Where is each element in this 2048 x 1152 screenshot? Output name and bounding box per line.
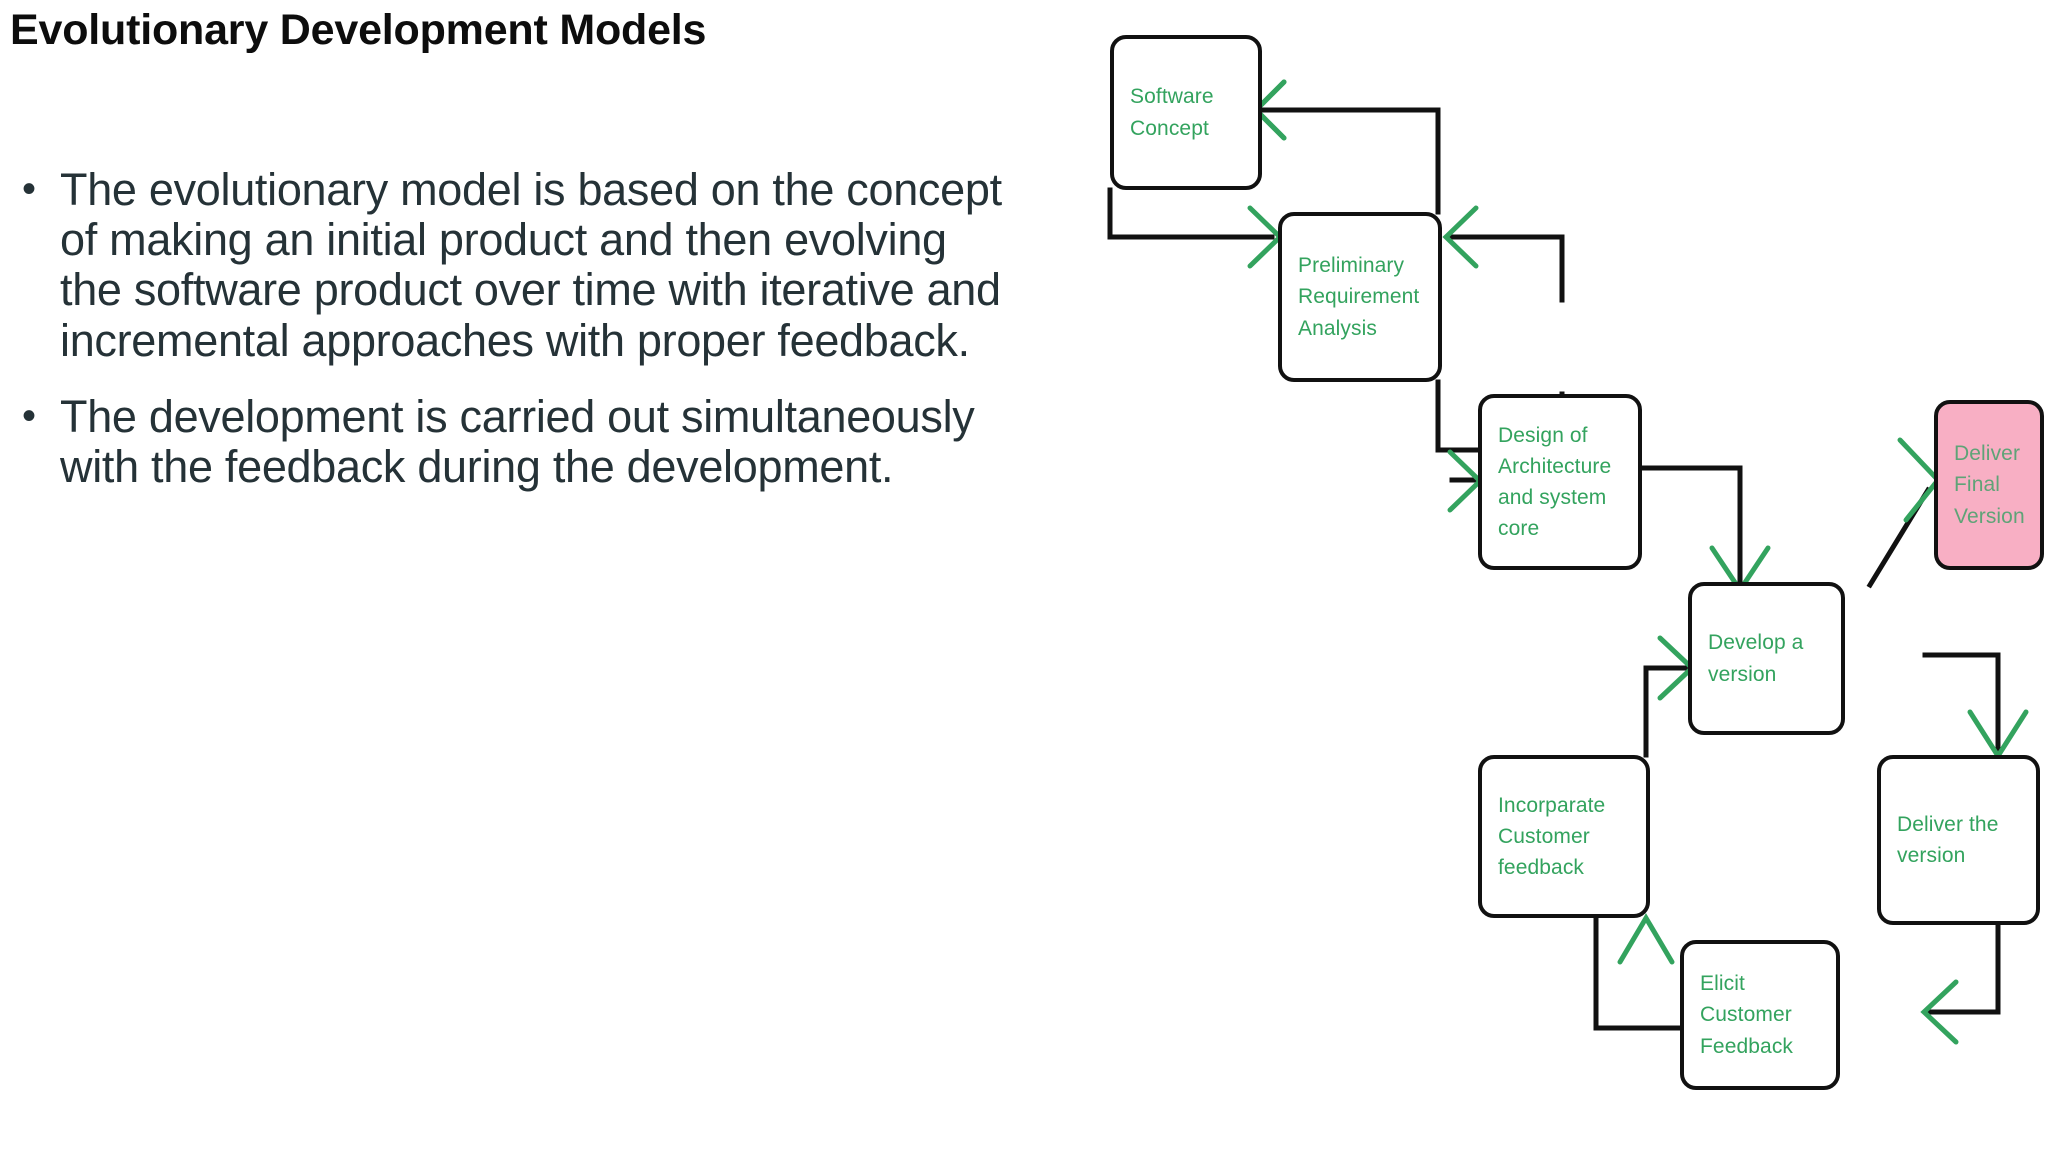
edge-design-to-preliminary: [1445, 234, 1565, 303]
node-label: Software Concept: [1130, 85, 1214, 140]
bullet-marker-icon: •: [22, 393, 36, 438]
arrowhead-to-preliminary-right: [1442, 205, 1479, 269]
arrowhead-to-elicit: [1920, 979, 1959, 1045]
bullet-text: The development is carried out simultane…: [60, 390, 975, 492]
edge-incorparate-to-develop: [1643, 665, 1691, 758]
node-label: Incorparate Customer feedback: [1498, 793, 1606, 880]
arrowhead-to-incorparate: [1617, 913, 1675, 965]
node-label: Elicit Customer Feedback: [1700, 972, 1794, 1058]
node-elicit-customer-feedback[interactable]: Elicit Customer Feedback: [1680, 940, 1840, 1090]
node-deliver-the-version[interactable]: Deliver the version: [1877, 755, 2040, 925]
node-label: Design of Architecture and system core: [1498, 423, 1612, 541]
node-develop-a-version[interactable]: Develop a version: [1688, 582, 1845, 735]
node-label: Preliminary Requirement Analysis: [1298, 254, 1420, 340]
edge-deliver-to-elicit: [1925, 922, 2001, 1015]
edge-design-to-develop: [1637, 465, 1743, 585]
evolutionary-model-flowchart: Software Concept Preliminary Requirement…: [1080, 0, 2048, 1152]
edge-concept-to-preliminary: [1107, 187, 1275, 240]
list-item: • The evolutionary model is based on the…: [12, 164, 1022, 366]
bullet-list: • The evolutionary model is based on the…: [12, 164, 1022, 518]
node-deliver-final-version[interactable]: Deliver Final Version: [1934, 400, 2044, 570]
node-label: Deliver Final Version: [1954, 442, 2025, 528]
edge-elicit-to-incorparate: [1593, 917, 1683, 1031]
edge-preliminary-to-concept: [1259, 107, 1441, 215]
node-label: Deliver the version: [1897, 812, 1999, 867]
edge-develop-to-deliver: [1922, 652, 2001, 758]
page-title: Evolutionary Development Models: [10, 6, 707, 54]
node-preliminary-requirement-analysis[interactable]: Preliminary Requirement Analysis: [1278, 212, 1442, 382]
node-design-of-architecture[interactable]: Design of Architecture and system core: [1478, 394, 1642, 570]
bullet-text: The evolutionary model is based on the c…: [60, 164, 1002, 366]
list-item: • The development is carried out simulta…: [12, 390, 1022, 492]
node-incorparate-customer-feedback[interactable]: Incorparate Customer feedback: [1478, 755, 1650, 918]
node-label: Develop a version: [1708, 631, 1804, 686]
bullet-marker-icon: •: [22, 167, 36, 211]
node-software-concept[interactable]: Software Concept: [1110, 35, 1262, 190]
